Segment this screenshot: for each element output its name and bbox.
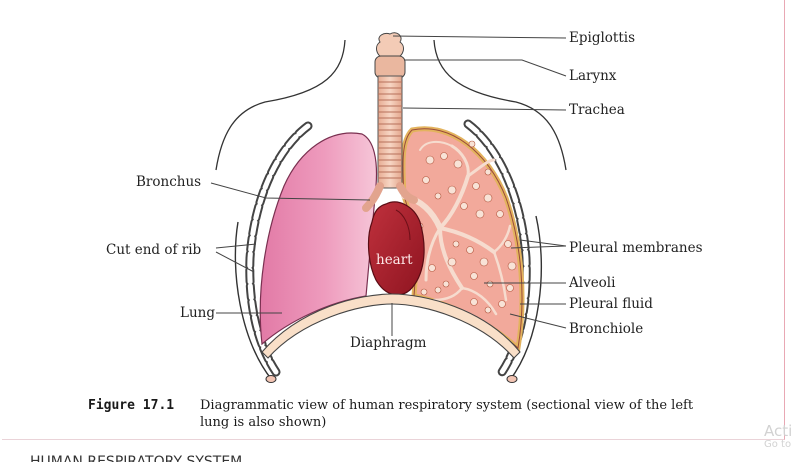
bronchiole-label: Bronchiole xyxy=(569,321,643,337)
leader-lines xyxy=(210,35,567,336)
bronchus-left xyxy=(362,182,384,212)
figure-caption: Figure 17.1 Diagrammatic view of human re… xyxy=(88,397,728,431)
pleural-fluid-label: Pleural fluid xyxy=(569,296,653,312)
epiglottis-label: Epiglottis xyxy=(569,30,635,46)
activate-windows-watermark: Acti Go to xyxy=(764,424,802,452)
larynx-label: Larynx xyxy=(569,68,617,84)
diaphragm-label: Diaphragm xyxy=(350,335,427,351)
bronchus-right xyxy=(396,182,418,204)
trachea-rings xyxy=(378,81,402,179)
heart xyxy=(367,201,425,296)
figure-frame xyxy=(2,0,785,440)
cut-end-of-rib-label: Cut end of rib xyxy=(106,242,201,258)
trachea xyxy=(377,75,403,189)
outer-rib-right xyxy=(509,215,543,381)
pleural-membranes-label: Pleural membranes xyxy=(569,240,703,256)
trachea-label: Trachea xyxy=(569,102,625,118)
larynx xyxy=(374,55,406,79)
epiglottis xyxy=(376,32,404,59)
watermark-line1: Acti xyxy=(764,424,793,440)
figure-caption-text: Diagrammatic view of human respiratory s… xyxy=(200,398,694,430)
lung-label: Lung xyxy=(180,305,215,321)
body-outline-right xyxy=(433,39,567,171)
respiratory-diagram: Epiglottis Larynx Trachea Bronchus Cut e… xyxy=(106,30,703,383)
bronchial-tree xyxy=(401,140,512,316)
heart-label: heart xyxy=(376,252,413,268)
cut-end-rib-right xyxy=(506,375,518,383)
watermark-line2: Go to xyxy=(764,439,792,450)
section-heading-cutoff: HUMAN RESPIRATORY SYSTEM xyxy=(30,454,243,462)
figure-number: Figure 17.1 xyxy=(88,398,175,413)
bronchus-label: Bronchus xyxy=(136,174,201,190)
diaphragm xyxy=(261,293,521,359)
alveoli-label: Alveoli xyxy=(568,275,616,291)
heart-vessel xyxy=(395,209,411,241)
outer-rib-left xyxy=(234,221,273,381)
right-lung xyxy=(259,132,378,346)
body-outline-left xyxy=(215,39,346,171)
cut-end-rib-left xyxy=(265,375,277,383)
alveoli-dots xyxy=(416,140,517,314)
